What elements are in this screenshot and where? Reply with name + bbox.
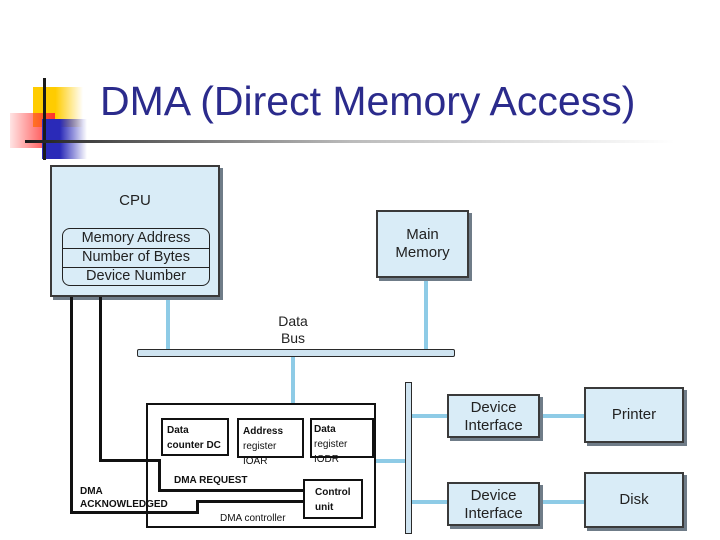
control-unit-line1: Control — [315, 487, 351, 498]
io-bus-to-dev1-wire — [411, 414, 448, 418]
address-register-box: Address register IOAR — [237, 418, 304, 467]
device-interface-2: Device Interface — [447, 482, 540, 526]
iodr-bracket-bottom — [310, 456, 374, 458]
data-register-box: Data register IODR — [310, 418, 374, 465]
printer-box: Printer — [584, 387, 684, 443]
control-unit-line2: unit — [315, 502, 334, 513]
data-counter-line2: counter DC — [167, 440, 221, 451]
dma-ack-wire-v1 — [70, 297, 73, 513]
control-unit-box: Control unit — [303, 479, 363, 519]
data-bus-label-line2: Bus — [280, 330, 306, 346]
data-bus — [137, 349, 455, 357]
disk-box: Disk — [584, 472, 684, 528]
device-interface-2-line2: Interface — [464, 505, 523, 522]
dma-ack-label-line1: DMA — [80, 486, 103, 497]
ioar-bracket-bottom — [237, 456, 304, 458]
dma-ack-wire-h2 — [196, 500, 304, 503]
main-memory-label-line2: Memory — [395, 244, 450, 261]
register-device-number: Device Number — [86, 268, 186, 284]
device-interface-2-line1: Device — [470, 487, 517, 504]
dma-request-wire-v2 — [158, 459, 161, 491]
cpu-box: CPU Memory Address Number of Bytes Devic… — [50, 165, 220, 297]
data-bus-label: Data Bus — [263, 313, 323, 347]
dma-to-io-bus-wire — [376, 459, 406, 463]
dma-ack-label: DMA ACKNOWLEDGED — [80, 485, 168, 511]
main-memory-label: Main Memory — [378, 226, 467, 262]
printer-label: Printer — [611, 406, 657, 423]
main-memory-box: Main Memory — [376, 210, 469, 278]
address-register-line1: Address — [243, 426, 284, 437]
data-counter-line1: Data — [167, 425, 189, 436]
cpu-register-group: Memory Address Number of Bytes Device Nu… — [62, 228, 210, 286]
title-decoration-blue — [42, 119, 87, 159]
data-counter-box: Data counter DC — [161, 418, 229, 456]
data-register-line1: Data — [314, 424, 336, 435]
main-memory-label-line1: Main — [406, 226, 439, 243]
dev1-to-printer-wire — [542, 414, 585, 418]
device-interface-1-label: Device Interface — [449, 399, 538, 435]
device-interface-1-line1: Device — [470, 399, 517, 416]
title-decoration-vertical-line — [43, 78, 46, 160]
title-underline — [25, 140, 675, 143]
device-interface-1-line2: Interface — [464, 417, 523, 434]
cpu-label: CPU — [119, 192, 151, 209]
cpu-to-bus-wire — [166, 297, 170, 350]
dev2-to-disk-wire — [542, 500, 585, 504]
dma-ack-wire-h1 — [70, 511, 197, 514]
dma-ack-wire-v2 — [196, 500, 199, 514]
io-bus — [405, 382, 412, 534]
register-number-of-bytes: Number of Bytes — [63, 248, 209, 268]
register-memory-address: Memory Address — [63, 229, 209, 249]
device-interface-1: Device Interface — [447, 394, 540, 438]
device-interface-2-label: Device Interface — [449, 487, 538, 523]
iodr-bracket-top — [310, 418, 374, 420]
disk-label: Disk — [619, 491, 649, 508]
io-bus-to-dev2-wire — [411, 500, 448, 504]
memory-to-bus-wire — [424, 278, 428, 350]
dma-controller-label: DMA controller — [220, 513, 286, 524]
address-register-line2: register IOAR — [243, 441, 277, 467]
dma-request-wire-h2 — [158, 489, 304, 492]
bus-to-dma-wire — [291, 356, 295, 404]
dma-ack-label-line2: ACKNOWLEDGED — [80, 499, 168, 510]
data-bus-label-line1: Data — [278, 313, 308, 329]
dma-request-label: DMA REQUEST — [174, 475, 248, 486]
dma-request-wire-v1 — [99, 297, 102, 461]
slide-title: DMA (Direct Memory Access) — [100, 78, 636, 124]
data-register-line2: register IODR — [314, 439, 348, 465]
dma-request-wire-h1 — [99, 459, 160, 462]
ioar-bracket-top — [237, 418, 304, 420]
